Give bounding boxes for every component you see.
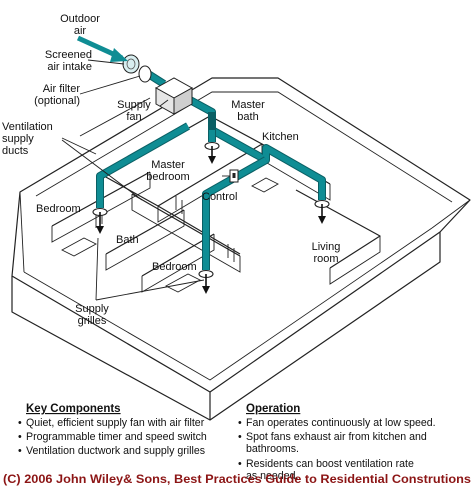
control-switch-icon: [229, 169, 239, 183]
key-components-heading: Key Components: [26, 403, 121, 415]
label-control: Control: [202, 191, 237, 203]
bullet-icon: •: [238, 417, 242, 429]
label-bedroom-2: Bedroom: [152, 261, 197, 273]
operation-list: • Fan operates continuously at low speed…: [238, 417, 436, 482]
supply-grille-icon: [314, 199, 330, 224]
operation-item: Fan operates continuously at low speed.: [246, 417, 436, 429]
bullet-icon: •: [18, 417, 22, 429]
bullet-icon: •: [238, 458, 242, 470]
bullet-icon: •: [18, 445, 22, 457]
operation-heading: Operation: [246, 403, 300, 415]
label-bedroom-1: Bedroom: [36, 203, 81, 215]
interior-walls: [51, 115, 381, 293]
supply-fan-box-icon: [154, 77, 194, 115]
supply-grille-icon: [92, 207, 108, 234]
outdoor-air-arrow-icon: [76, 35, 128, 62]
key-components-list: • Quiet, efficient supply fan with air f…: [18, 417, 207, 457]
copyright-credit: (C) 2006 John Wiley& Sons, Best Practice…: [3, 472, 471, 486]
supply-grille-icon: [198, 269, 214, 294]
air-intake-screen-icon: [122, 54, 152, 83]
label-air-filter: Air filter(optional): [34, 83, 80, 107]
key-item: Quiet, efficient supply fan with air fil…: [26, 417, 205, 429]
bullet-icon: •: [238, 431, 242, 443]
label-kitchen: Kitchen: [262, 131, 299, 143]
key-item: Programmable timer and speed switch: [26, 431, 207, 443]
supply-grille-icon: [204, 141, 220, 164]
operation-section: Operation • Fan operates continuously at…: [238, 403, 436, 482]
label-bath: Bath: [116, 234, 139, 246]
leader-lines: [61, 59, 230, 301]
ventilation-ductwork: [96, 66, 326, 232]
house-outline: [11, 77, 471, 421]
bullet-icon: •: [18, 431, 22, 443]
key-components-section: Key Components • Quiet, efficient supply…: [18, 403, 207, 457]
key-item: Ventilation ductwork and supply grilles: [26, 445, 205, 457]
